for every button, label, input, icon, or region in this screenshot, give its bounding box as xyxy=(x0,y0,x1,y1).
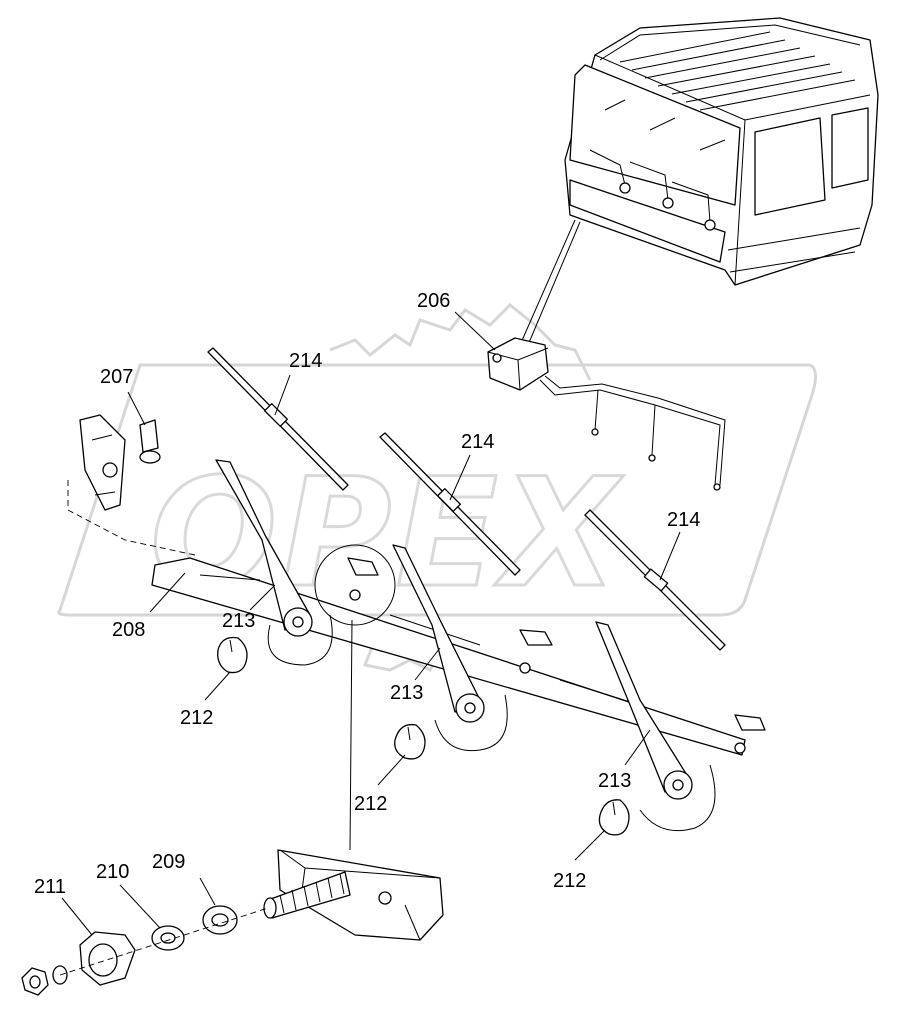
cap-3 xyxy=(598,799,630,836)
callout-213-b: 213 xyxy=(390,682,423,704)
wiper-arm-3 xyxy=(595,621,716,832)
callout-213-c: 213 xyxy=(598,770,631,792)
washer-reservoir xyxy=(487,337,726,491)
cap-1 xyxy=(217,636,248,674)
callout-211: 211 xyxy=(34,876,66,898)
callout-212-c: 212 xyxy=(553,870,586,892)
callout-214-a: 214 xyxy=(289,350,322,372)
cap-2 xyxy=(394,723,426,760)
callout-214-b: 214 xyxy=(461,431,494,453)
callout-leaders xyxy=(61,311,681,936)
callout-214-c: 214 xyxy=(667,509,700,531)
callout-208: 208 xyxy=(112,619,145,641)
wiper-blade-1 xyxy=(207,347,349,491)
callout-207: 207 xyxy=(100,366,133,388)
washer-209 xyxy=(202,905,238,935)
assembly-axis xyxy=(59,907,269,976)
wiper-arm-2 xyxy=(392,544,508,752)
callout-213-a: 213 xyxy=(222,610,255,632)
callout-206: 206 xyxy=(417,290,450,312)
leader-cab-to-tank xyxy=(519,219,581,346)
callout-labels: 206 207 208 209 210 211 212 212 212 213 … xyxy=(34,290,700,898)
callout-209: 209 xyxy=(152,851,185,873)
bracket-and-pump xyxy=(67,414,196,556)
washer-210 xyxy=(151,925,185,951)
callout-212-b: 212 xyxy=(354,793,387,815)
nut-211 xyxy=(21,931,136,996)
wiper-arm-1 xyxy=(215,459,333,666)
callout-210: 210 xyxy=(96,861,129,883)
detail-leader xyxy=(349,619,353,851)
wiper-blade-3 xyxy=(584,509,726,651)
wiper-blade-2 xyxy=(379,432,521,576)
pivot-detail xyxy=(263,849,444,941)
cab-illustration xyxy=(564,17,879,286)
callout-212-a: 212 xyxy=(180,707,213,729)
